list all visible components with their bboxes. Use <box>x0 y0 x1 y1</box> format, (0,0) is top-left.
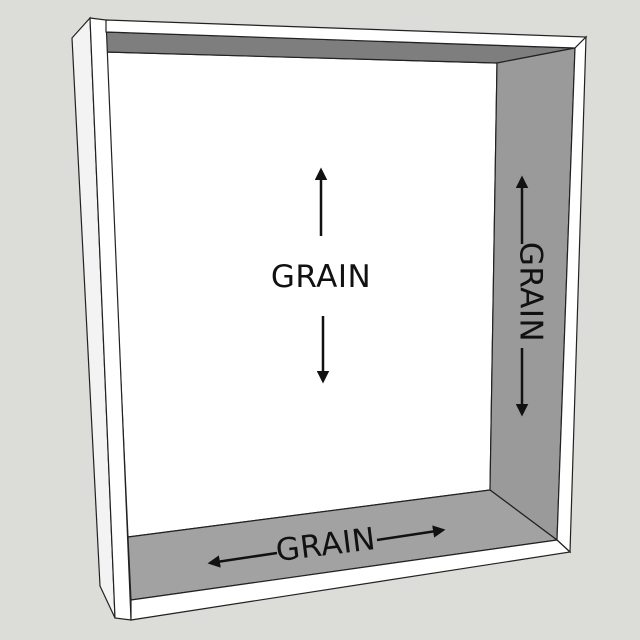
arrow-icon <box>376 525 446 542</box>
arrow-icon <box>207 551 278 568</box>
right-side-grain-label-group: GRAIN <box>513 242 549 342</box>
right-side-grain-label: GRAIN <box>513 242 549 342</box>
bottom-panel-front-edge <box>130 539 572 621</box>
back-panel-grain-label: GRAIN <box>271 259 371 295</box>
